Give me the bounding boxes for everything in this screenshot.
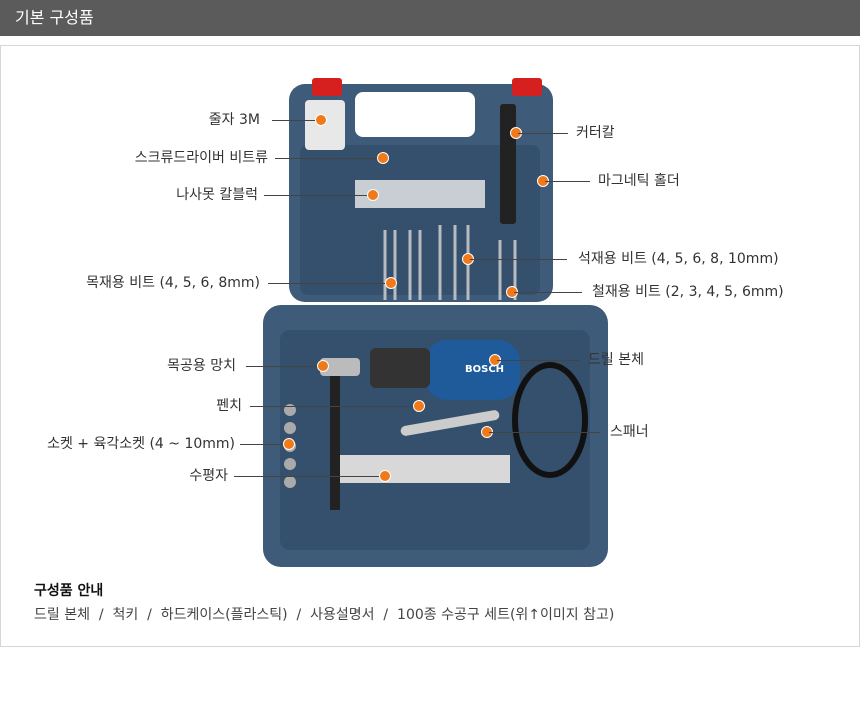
label-stone-bits: 석재용 비트 (4, 5, 6, 8, 10mm)	[578, 251, 779, 267]
marker-dot	[367, 189, 379, 201]
leader-line	[518, 133, 568, 134]
info-title: 구성품 안내	[34, 583, 104, 599]
leader-line	[497, 360, 580, 361]
leader-line	[545, 181, 590, 182]
marker-dot	[413, 400, 425, 412]
label-pliers: 펜치	[216, 398, 242, 414]
marker-dot	[385, 277, 397, 289]
marker-dot	[379, 470, 391, 482]
label-spanner: 스패너	[610, 424, 649, 440]
leader-line	[489, 432, 600, 433]
label-hammer: 목공용 망치	[167, 358, 236, 374]
leader-line	[240, 444, 288, 445]
info-text: 드릴 본체 / 척키 / 하드케이스(플라스틱) / 사용설명서 / 100종 …	[34, 607, 615, 623]
leader-line	[272, 120, 320, 121]
label-magnetic-holder: 마그네틱 홀더	[598, 173, 680, 189]
label-socket: 소켓 + 육각소켓 (4 ~ 10mm)	[47, 436, 235, 452]
brand-logo: BOSCH	[465, 364, 504, 375]
marker-dot	[283, 438, 295, 450]
section-header: 기본 구성품	[0, 0, 860, 36]
label-steel-bits: 철재용 비트 (2, 3, 4, 5, 6mm)	[592, 284, 784, 300]
label-tape-measure: 줄자 3M	[208, 112, 260, 128]
leader-line	[234, 476, 384, 477]
marker-dot	[317, 360, 329, 372]
marker-dot	[315, 114, 327, 126]
label-level: 수평자	[189, 468, 228, 484]
marker-dot	[377, 152, 389, 164]
leader-line	[250, 406, 418, 407]
leader-line	[246, 366, 322, 367]
label-wood-bits: 목재용 비트 (4, 5, 6, 8mm)	[86, 275, 260, 291]
leader-line	[275, 158, 382, 159]
label-cutter: 커터칼	[576, 125, 615, 141]
leader-line	[264, 195, 372, 196]
label-drill-body: 드릴 본체	[588, 352, 644, 368]
label-anchor-block: 나사못 칼블럭	[176, 187, 258, 203]
leader-line	[514, 292, 582, 293]
leader-line	[268, 283, 390, 284]
leader-line	[470, 259, 567, 260]
label-screw-bits: 스크류드라이버 비트류	[134, 150, 268, 166]
